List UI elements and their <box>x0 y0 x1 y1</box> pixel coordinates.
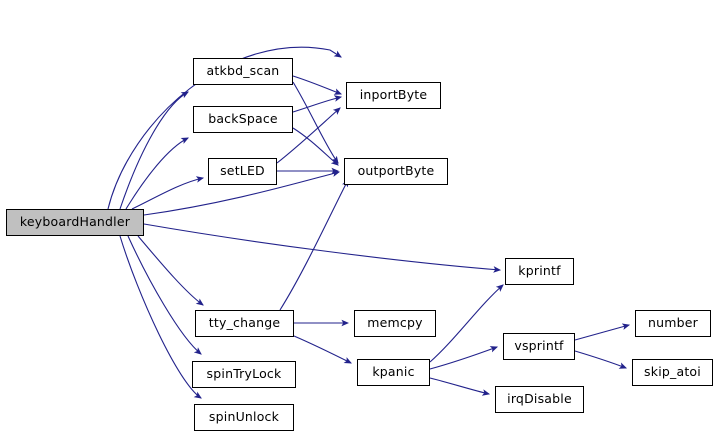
edge-backSpace-to-outportByte <box>292 127 339 166</box>
node-label: atkbd_scan <box>206 63 280 79</box>
node-label: skip_atoi <box>644 364 701 380</box>
edge-tty_change-to-outportByte <box>279 179 349 311</box>
node-spinTryLock[interactable]: spinTryLock <box>192 361 296 388</box>
edge-tty_change-to-kpanic <box>293 335 352 364</box>
node-label: spinTryLock <box>206 366 282 382</box>
node-skip_atoi[interactable]: skip_atoi <box>632 359 713 386</box>
edge-keyboardHandler-to-spinUnlock <box>119 235 202 399</box>
node-label: memcpy <box>367 315 423 331</box>
node-tty_change[interactable]: tty_change <box>195 310 294 337</box>
node-label: setLED <box>220 163 265 179</box>
node-label: outportByte <box>357 163 435 179</box>
node-keyboardHandler[interactable]: keyboardHandler <box>6 209 144 236</box>
edge-vsprintf-to-skip_atoi <box>574 350 628 369</box>
node-label: backSpace <box>208 111 278 127</box>
node-label: vsprintf <box>514 338 564 354</box>
edge-kpanic-to-kprintf <box>429 284 504 363</box>
node-label: number <box>648 315 698 331</box>
node-label: inportByte <box>359 87 428 103</box>
edge-keyboardHandler-to-atkbd_scan <box>119 91 189 210</box>
node-inportByte[interactable]: inportByte <box>346 82 441 109</box>
edge-atkbd_scan-to-outportByte <box>292 81 339 164</box>
node-label: spinUnlock <box>208 409 280 425</box>
node-memcpy[interactable]: memcpy <box>354 310 436 337</box>
node-label: tty_change <box>208 315 281 331</box>
node-number[interactable]: number <box>635 310 711 337</box>
node-spinUnlock[interactable]: spinUnlock <box>194 404 294 431</box>
edge-kpanic-to-vsprintf <box>429 346 499 370</box>
edge-keyboardHandler-to-backSpace <box>125 137 189 210</box>
edge-keyboardHandler-to-kprintf <box>143 223 502 273</box>
node-atkbd_scan[interactable]: atkbd_scan <box>193 58 293 85</box>
node-setLED[interactable]: setLED <box>208 158 277 185</box>
node-label: irqDisable <box>507 391 572 407</box>
edge-keyboardHandler-to-setLED <box>131 176 205 210</box>
node-label: keyboardHandler <box>19 214 131 230</box>
node-vsprintf[interactable]: vsprintf <box>503 333 575 360</box>
edge-setLED-to-inportByte <box>276 107 341 164</box>
node-irqDisable[interactable]: irqDisable <box>495 386 584 413</box>
edge-vsprintf-to-number <box>574 323 631 341</box>
node-label: kpanic <box>372 364 415 380</box>
node-kprintf[interactable]: kprintf <box>505 258 574 285</box>
edge-paths <box>107 46 631 399</box>
node-outportByte[interactable]: outportByte <box>344 158 448 185</box>
edge-keyboardHandler-to-outportByte <box>143 170 341 216</box>
edge-atkbd_scan-to-inportByte <box>292 75 343 95</box>
edge-keyboardHandler-to-spinTryLock <box>127 235 202 355</box>
node-label: kprintf <box>518 263 561 279</box>
edge-keyboardHandler-to-tty_change <box>137 235 204 306</box>
node-backSpace[interactable]: backSpace <box>193 106 293 133</box>
node-kpanic[interactable]: kpanic <box>357 359 430 386</box>
edge-backSpace-to-inportByte <box>292 95 343 113</box>
edge-kpanic-to-irqDisable <box>429 377 491 396</box>
